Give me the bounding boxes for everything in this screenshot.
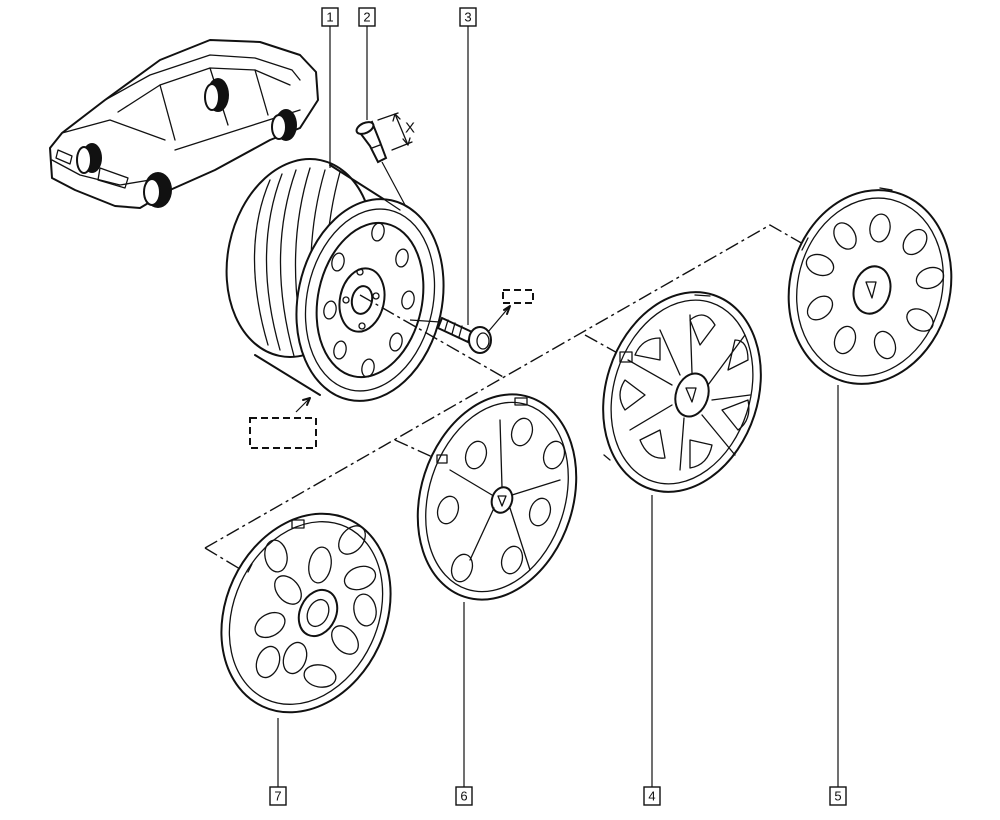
- wheel-cover-6: [416, 393, 578, 601]
- callout-4: 4: [643, 786, 661, 806]
- callout-6: 6: [455, 786, 473, 806]
- callout-5-label: 5: [834, 789, 841, 804]
- callout-1: 1: [321, 7, 339, 27]
- callout-4-label: 4: [648, 789, 655, 804]
- dimension-x-label: X: [405, 120, 415, 137]
- wheel-detail-indicator: [249, 397, 317, 449]
- wheel-cover-4: [602, 291, 762, 493]
- wheel-bolt: [409, 305, 511, 354]
- wheel-cover-5: [787, 187, 953, 385]
- callout-3-label: 3: [464, 10, 471, 25]
- callout-2-label: 2: [363, 10, 370, 25]
- tyre-valve: [355, 120, 406, 206]
- callout-7-label: 7: [274, 789, 281, 804]
- car-illustration: [49, 39, 319, 209]
- callout-5: 5: [829, 786, 847, 806]
- car-wheel-rear-right: [271, 109, 297, 141]
- wheel-cover-7: [220, 512, 392, 714]
- steel-wheel-rim: [225, 158, 445, 402]
- callout-7: 7: [269, 786, 287, 806]
- car-wheel-front-left: [76, 143, 102, 174]
- leader-lines: [277, 26, 839, 787]
- callout-3: 3: [459, 7, 477, 27]
- car-wheel-rear-left: [204, 78, 229, 112]
- callout-6-label: 6: [460, 789, 467, 804]
- car-wheel-front-right: [143, 172, 172, 208]
- callout-2: 2: [358, 7, 376, 27]
- callout-1-label: 1: [326, 10, 333, 25]
- dimension-x: X: [377, 112, 415, 151]
- bolt-detail-box: [502, 289, 534, 304]
